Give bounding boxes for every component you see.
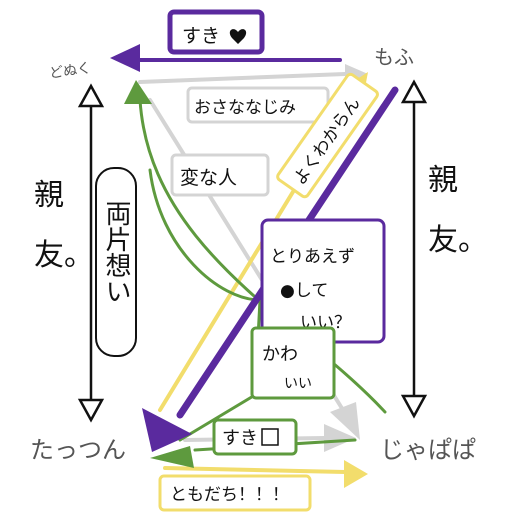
- label-toriaezu-line2: ●して: [280, 281, 328, 301]
- label-box-tomodachi: [158, 474, 312, 512]
- node-bottom-right: じゃぱぱ: [380, 436, 476, 464]
- black-double-arrows: [77, 79, 428, 423]
- label-suki-bottom-square: [261, 428, 279, 446]
- arrow-green-curve-to-topleft: [138, 98, 387, 414]
- label-osananajimi: おさななじみ: [194, 98, 296, 118]
- label-kataomoi: 両片想い: [101, 200, 131, 304]
- label-henjin: 変な人: [180, 167, 237, 189]
- gray-arrows: [138, 64, 368, 452]
- label-box-yokuwakaran: [276, 72, 379, 199]
- arrow-green-bottom-head: [150, 446, 194, 468]
- arrow-gray-bottom-head: [324, 424, 356, 452]
- arrow-purple-top-head: [110, 44, 140, 72]
- arrow-left-vertical-head-bottom: [77, 398, 105, 423]
- label-box-henjin: [170, 153, 270, 197]
- arrow-yellow-bottom-head: [344, 460, 368, 488]
- label-suki-bottom: すき: [222, 428, 258, 449]
- label-shinyu-right-1: 親: [428, 163, 458, 198]
- arrow-green-curve-head-top: [124, 80, 152, 104]
- label-kawaii-line1: かわ: [262, 344, 298, 365]
- label-shinyu-right-2: 友。: [428, 223, 488, 258]
- arrow-gray-top: [138, 72, 347, 84]
- node-bottom-left: たっつん: [30, 436, 126, 464]
- label-shinyu-left-1: 親: [34, 178, 64, 213]
- label-kawaii-line2: いい: [284, 376, 312, 392]
- node-top-right: もふ: [374, 45, 414, 69]
- arrow-right-vertical-head-bottom: [400, 394, 428, 419]
- arrow-purple-diagonal-head: [142, 408, 192, 452]
- label-shinyu-left-2: 友。: [34, 238, 94, 273]
- label-toriaezu-line1: とりあえず: [270, 247, 355, 267]
- arrow-right-vertical-head-top: [400, 79, 428, 104]
- node-top-left: どぬく: [48, 60, 92, 82]
- label-box-kawaii: [250, 326, 336, 400]
- arrow-left-vertical-head-top: [77, 83, 105, 108]
- arrow-yellow-bottom: [163, 466, 347, 474]
- label-box-kataomoi: [95, 167, 137, 357]
- label-group-kataomoi: 両片想い: [95, 167, 137, 357]
- label-tomodachi: ともだち！！！: [170, 485, 289, 505]
- heart-icon: [229, 29, 247, 44]
- label-suki-top: すき: [182, 25, 220, 47]
- arrow-gray-diagonal-head: [330, 402, 360, 440]
